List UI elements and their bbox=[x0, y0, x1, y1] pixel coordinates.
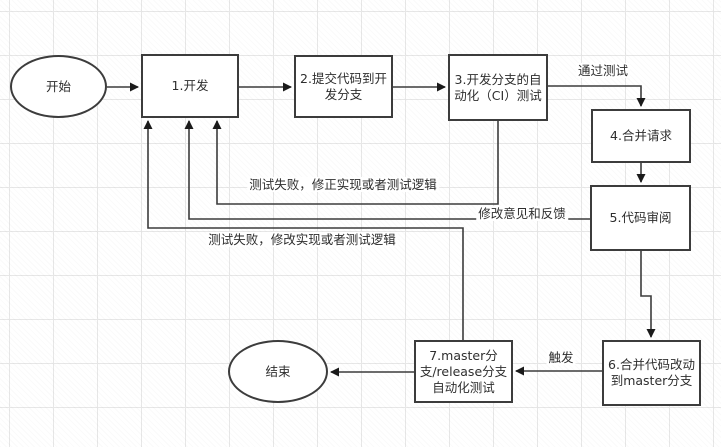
ci-test-box[interactable]: 3.开发分支的自 动化（CI）测试 bbox=[448, 54, 548, 121]
edge-review-feedback-to-develop bbox=[184, 120, 590, 220]
commit-box[interactable]: 2.提交代码到开 发分支 bbox=[294, 55, 393, 118]
merge-request-box[interactable]: 4.合并请求 bbox=[591, 109, 691, 163]
start-node[interactable]: 开始 bbox=[10, 55, 107, 118]
edge-label-review-feedback[interactable]: 修改意见和反馈 bbox=[476, 206, 568, 221]
end-node[interactable]: 结束 bbox=[228, 340, 328, 403]
edge-review-to-mergemaster bbox=[640, 251, 656, 338]
code-review-box[interactable]: 5.代码审阅 bbox=[590, 185, 691, 251]
edge-citest-to-mergerequest bbox=[548, 85, 646, 107]
develop-box[interactable]: 1.开发 bbox=[141, 54, 239, 118]
edge-mastertest-fail-to-develop bbox=[143, 120, 464, 340]
merge-master-box[interactable]: 6.合并代码改动 到master分支 bbox=[602, 340, 701, 406]
edge-citest-fail-to-develop bbox=[212, 120, 499, 205]
master-test-box[interactable]: 7.master分 支/release分支 自动化测试 bbox=[414, 340, 513, 403]
edge-label-trigger[interactable]: 触发 bbox=[546, 350, 576, 365]
edge-label-master-fail[interactable]: 测试失败，修改实现或者测试逻辑 bbox=[206, 232, 398, 247]
edge-label-pass-test[interactable]: 通过测试 bbox=[575, 63, 631, 78]
edge-label-ci-fail[interactable]: 测试失败，修正实现或者测试逻辑 bbox=[247, 177, 439, 192]
